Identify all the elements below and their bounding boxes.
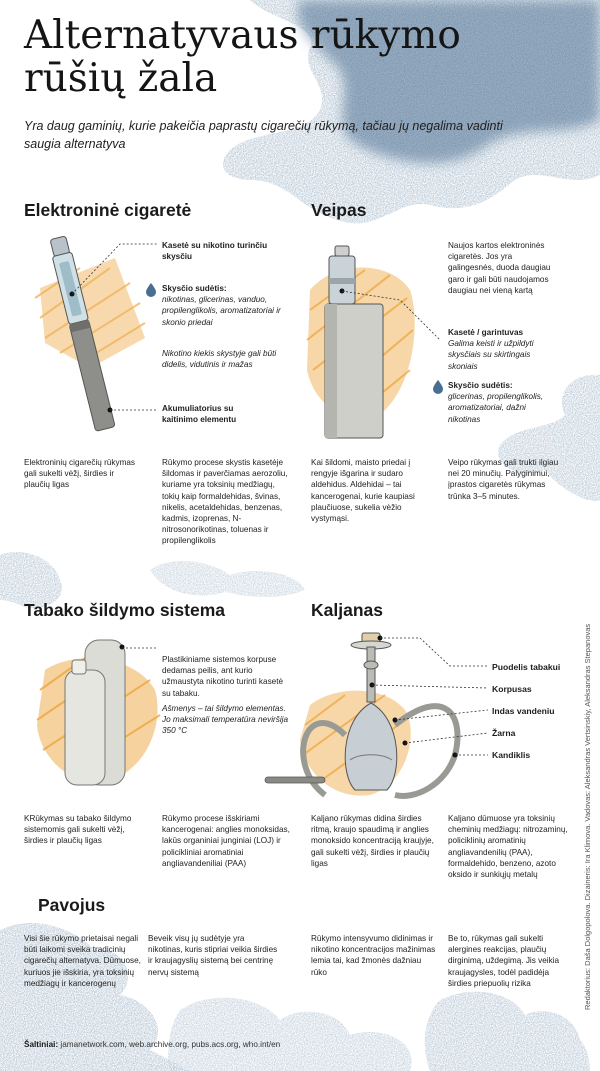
hookah-text-right: Kaljano dūmuose yra toksinių cheminių me… — [448, 814, 568, 880]
heat-heading: Tabako šildymo sistema — [24, 600, 226, 620]
heat-text-mid: Rūkymo procese išskiriami kancerogenai: … — [162, 814, 290, 868]
hookah-heading: Kaljanas — [311, 600, 383, 620]
ecig-label-liquid: Skysčio sudėtis: nikotinas, glicerinas, … — [162, 284, 281, 327]
heat-illustration — [36, 639, 161, 786]
hookah-label-body: Korpusas — [492, 684, 532, 694]
ecig-label-nicotine: Nikotino kiekis skystyje gali būti didel… — [162, 349, 277, 370]
page-subtitle: Yra daug gaminių, kurie pakeičia paprast… — [24, 119, 503, 151]
ecig-heading: Elektroninė cigaretė — [24, 200, 192, 220]
vape-label-liquid: Skysčio sudėtis: glicerinas, propilengli… — [448, 381, 544, 424]
smoke-cloud — [0, 922, 590, 1071]
ecig-text-left: Elektroninių cigarečių rūkymas gali suke… — [24, 458, 136, 490]
danger-col-1: Visi šie rūkymo prietaisai negali būti l… — [24, 934, 141, 988]
hookah-text-left: Kaljano rūkymas didina širdies ritmą, kr… — [311, 814, 434, 868]
hookah-label-bowl: Puodelis tabakui — [492, 662, 561, 672]
heat-label-blade: Ašmenys – tai šildymo elementas. Jo maks… — [162, 704, 289, 736]
ecig-text-mid: Rūkymo procese skystis kasetėje šildomas… — [162, 458, 288, 546]
ecig-label-battery: Akumuliatorius su kaitinimo elementu — [162, 404, 237, 425]
danger-heading: Pavojus — [38, 895, 106, 915]
danger-col-2: Beveik visų jų sudėtyje yra nikotinas, k… — [148, 934, 278, 977]
danger-col-4: Be to, rūkymas gali sukelti alergines re… — [448, 934, 560, 988]
smoke-cloud — [498, 374, 600, 501]
heat-text-left: KRūkymas su tabako šildymo sistemomis ga… — [24, 814, 132, 846]
drop-icon — [146, 283, 156, 297]
ecig-illustration — [34, 236, 146, 432]
vape-label-cassette: Kasetė / garintuvas Galima keisti ir užp… — [448, 328, 534, 371]
heat-label-top: Plastikiniame sistemos korpuse dedamas p… — [162, 655, 284, 698]
vape-text-right: Veipo rūkymas gali trukti ilgiau nei 20 … — [448, 458, 559, 501]
title-line-2: rūšių žala — [24, 56, 218, 101]
vape-text-left: Kai šildomi, maisto priedai į rengyje iš… — [311, 458, 415, 524]
danger-col-3: Rūkymo intensyvumo didinimas ir nikotino… — [311, 934, 436, 977]
sources-text: jamanetwork.com, web.archive.org, pubs.a… — [58, 1040, 281, 1049]
sources: Šaltiniai: jamanetwork.com, web.archive.… — [24, 1040, 280, 1049]
title-line-1: Alternatyvaus rūkymo — [24, 13, 461, 58]
vape-heading: Veipas — [311, 200, 367, 220]
vape-label-new: Naujos kartos elektroninės cigaretės. Jo… — [448, 241, 551, 295]
hookah-label-water: Indas vandeniu — [492, 706, 555, 716]
page-title: Alternatyvaus rūkymo rūšių žala — [24, 14, 504, 100]
hookah-label-hose: Žarna — [492, 728, 516, 738]
smoke-cloud — [0, 551, 305, 609]
vape-illustration — [306, 245, 415, 439]
drop-icon — [433, 380, 443, 394]
sources-label: Šaltiniai: — [24, 1040, 59, 1049]
credits: Redaktorius: Daša Dolgopolova. Dizaineri… — [583, 623, 592, 1010]
ecig-label-cassette: Kasetė su nikotino turinčiu skysčiu — [162, 241, 268, 262]
hookah-label-mouthpiece: Kandiklis — [492, 750, 531, 760]
